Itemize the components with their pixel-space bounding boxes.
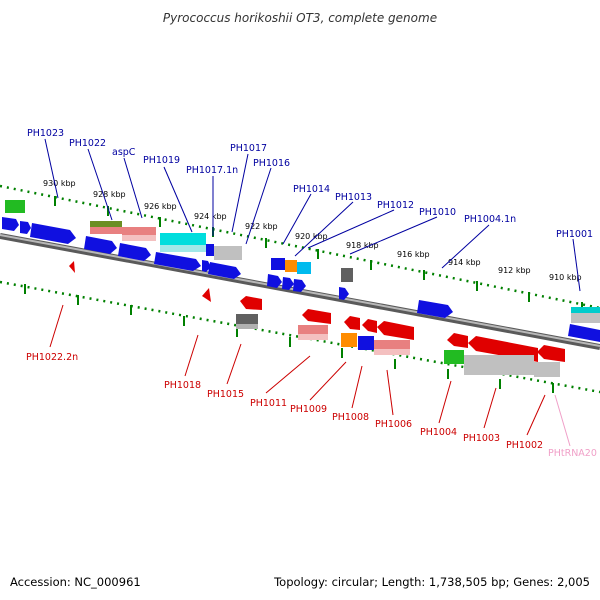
- gene-label[interactable]: PH1010: [419, 207, 456, 218]
- gene-label[interactable]: PH1017.1n: [186, 165, 238, 176]
- gene-feature[interactable]: [90, 227, 122, 234]
- scale-label: 910 kbp: [549, 273, 582, 282]
- gene-feature[interactable]: [282, 277, 294, 290]
- gene-label[interactable]: PH1016: [253, 158, 290, 169]
- gene-feature[interactable]: [341, 268, 353, 282]
- gene-feature[interactable]: [302, 309, 331, 324]
- gene-feature[interactable]: [20, 221, 31, 234]
- gene-feature[interactable]: [464, 355, 534, 375]
- forward-leaders: [44, 138, 581, 292]
- gene-feature[interactable]: [240, 296, 262, 310]
- forward-labels: PH1023 PH1022 aspC PH1019 PH1017.1n PH10…: [27, 128, 593, 240]
- forward-genes[interactable]: [2, 200, 600, 342]
- gene-feature[interactable]: [160, 233, 206, 245]
- gene-feature[interactable]: [339, 287, 349, 300]
- gene-label[interactable]: PH1013: [335, 192, 372, 203]
- gene-label[interactable]: PH1011: [250, 398, 287, 409]
- gene-label[interactable]: PH1001: [556, 229, 593, 240]
- scale-label: 912 kbp: [498, 266, 531, 275]
- gene-label[interactable]: PH1009: [290, 404, 327, 415]
- gene-feature[interactable]: [344, 316, 360, 330]
- gene-label[interactable]: PH1004: [420, 427, 457, 438]
- gene-label[interactable]: aspC: [112, 147, 136, 158]
- rna-label[interactable]: PHtRNA20: [548, 448, 597, 459]
- gene-label[interactable]: PH1004.1n: [464, 214, 516, 225]
- gene-feature[interactable]: [2, 217, 19, 231]
- gene-label[interactable]: PH1018: [164, 380, 201, 391]
- gene-feature[interactable]: [444, 350, 464, 364]
- gene-feature[interactable]: [447, 333, 468, 348]
- gene-feature[interactable]: [202, 260, 211, 272]
- gene-feature[interactable]: [30, 223, 76, 244]
- genome-title: Pyrococcus horikoshii OT3, complete geno…: [163, 11, 437, 25]
- rna-leader: [554, 394, 571, 447]
- gene-feature[interactable]: [377, 321, 414, 340]
- gene-label[interactable]: PH1014: [293, 184, 330, 195]
- gene-label[interactable]: PH1022.2n: [26, 352, 78, 363]
- gene-feature[interactable]: [122, 227, 156, 235]
- scale-label: 930 kbp: [43, 179, 76, 188]
- scale-label: 916 kbp: [397, 250, 430, 259]
- reverse-leaders: [49, 304, 546, 436]
- gene-feature[interactable]: [208, 262, 241, 279]
- reverse-genes[interactable]: [69, 261, 565, 377]
- reverse-labels: PH1022.2n PH1018 PH1015 PH1011 PH1009 PH…: [26, 352, 597, 459]
- gene-label[interactable]: PH1015: [207, 389, 244, 400]
- gene-feature[interactable]: [214, 246, 242, 260]
- gene-label[interactable]: PH1022: [69, 138, 106, 149]
- gene-feature[interactable]: [206, 244, 214, 256]
- gene-label[interactable]: PH1012: [377, 200, 414, 211]
- gene-feature[interactable]: [267, 274, 282, 288]
- gene-feature[interactable]: [297, 262, 311, 274]
- gene-feature[interactable]: [122, 235, 156, 241]
- gene-feature[interactable]: [571, 307, 600, 313]
- gene-feature[interactable]: [298, 325, 328, 334]
- gene-feature[interactable]: [341, 333, 357, 347]
- gene-feature[interactable]: [571, 313, 600, 323]
- gene-label[interactable]: PH1023: [27, 128, 64, 139]
- scale-label: 914 kbp: [448, 258, 481, 267]
- gene-label[interactable]: PH1017: [230, 143, 267, 154]
- gene-feature[interactable]: [271, 258, 285, 270]
- scale-label: 922 kbp: [245, 222, 278, 231]
- scale-label: 918 kbp: [346, 241, 379, 250]
- gene-label[interactable]: PH1019: [143, 155, 180, 166]
- gene-feature[interactable]: [534, 362, 560, 377]
- gene-feature[interactable]: [202, 288, 211, 302]
- topology-text: Topology: circular; Length: 1,738,505 bp…: [274, 575, 590, 589]
- gene-feature[interactable]: [568, 324, 600, 342]
- gene-feature[interactable]: [362, 319, 377, 333]
- gene-feature[interactable]: [160, 245, 206, 252]
- gene-feature[interactable]: [358, 336, 374, 350]
- gene-feature[interactable]: [90, 221, 122, 227]
- gene-label[interactable]: PH1003: [463, 433, 500, 444]
- accession-text: Accession: NC_000961: [10, 575, 141, 589]
- scale-label: 928 kbp: [93, 190, 126, 199]
- gene-feature[interactable]: [374, 340, 410, 349]
- gene-feature[interactable]: [118, 243, 151, 261]
- gene-feature[interactable]: [298, 334, 328, 340]
- gene-feature[interactable]: [537, 345, 565, 362]
- gene-feature[interactable]: [236, 314, 258, 324]
- scale-label: 926 kbp: [144, 202, 177, 211]
- scale-labels: 930 kbp 928 kbp 926 kbp 924 kbp 922 kbp …: [43, 179, 582, 282]
- scale-label: 924 kbp: [194, 212, 227, 221]
- gene-feature[interactable]: [84, 236, 117, 254]
- scale-label: 920 kbp: [295, 232, 328, 241]
- gene-label[interactable]: PH1006: [375, 419, 412, 430]
- gene-feature[interactable]: [417, 300, 453, 318]
- gene-feature[interactable]: [285, 260, 297, 272]
- gene-feature[interactable]: [374, 349, 410, 355]
- gene-feature[interactable]: [154, 252, 201, 271]
- gene-feature[interactable]: [5, 200, 25, 213]
- gene-feature[interactable]: [293, 279, 306, 292]
- gene-feature[interactable]: [69, 261, 75, 273]
- gene-label[interactable]: PH1008: [332, 412, 369, 423]
- gene-feature[interactable]: [236, 324, 258, 329]
- gene-label[interactable]: PH1002: [506, 440, 543, 451]
